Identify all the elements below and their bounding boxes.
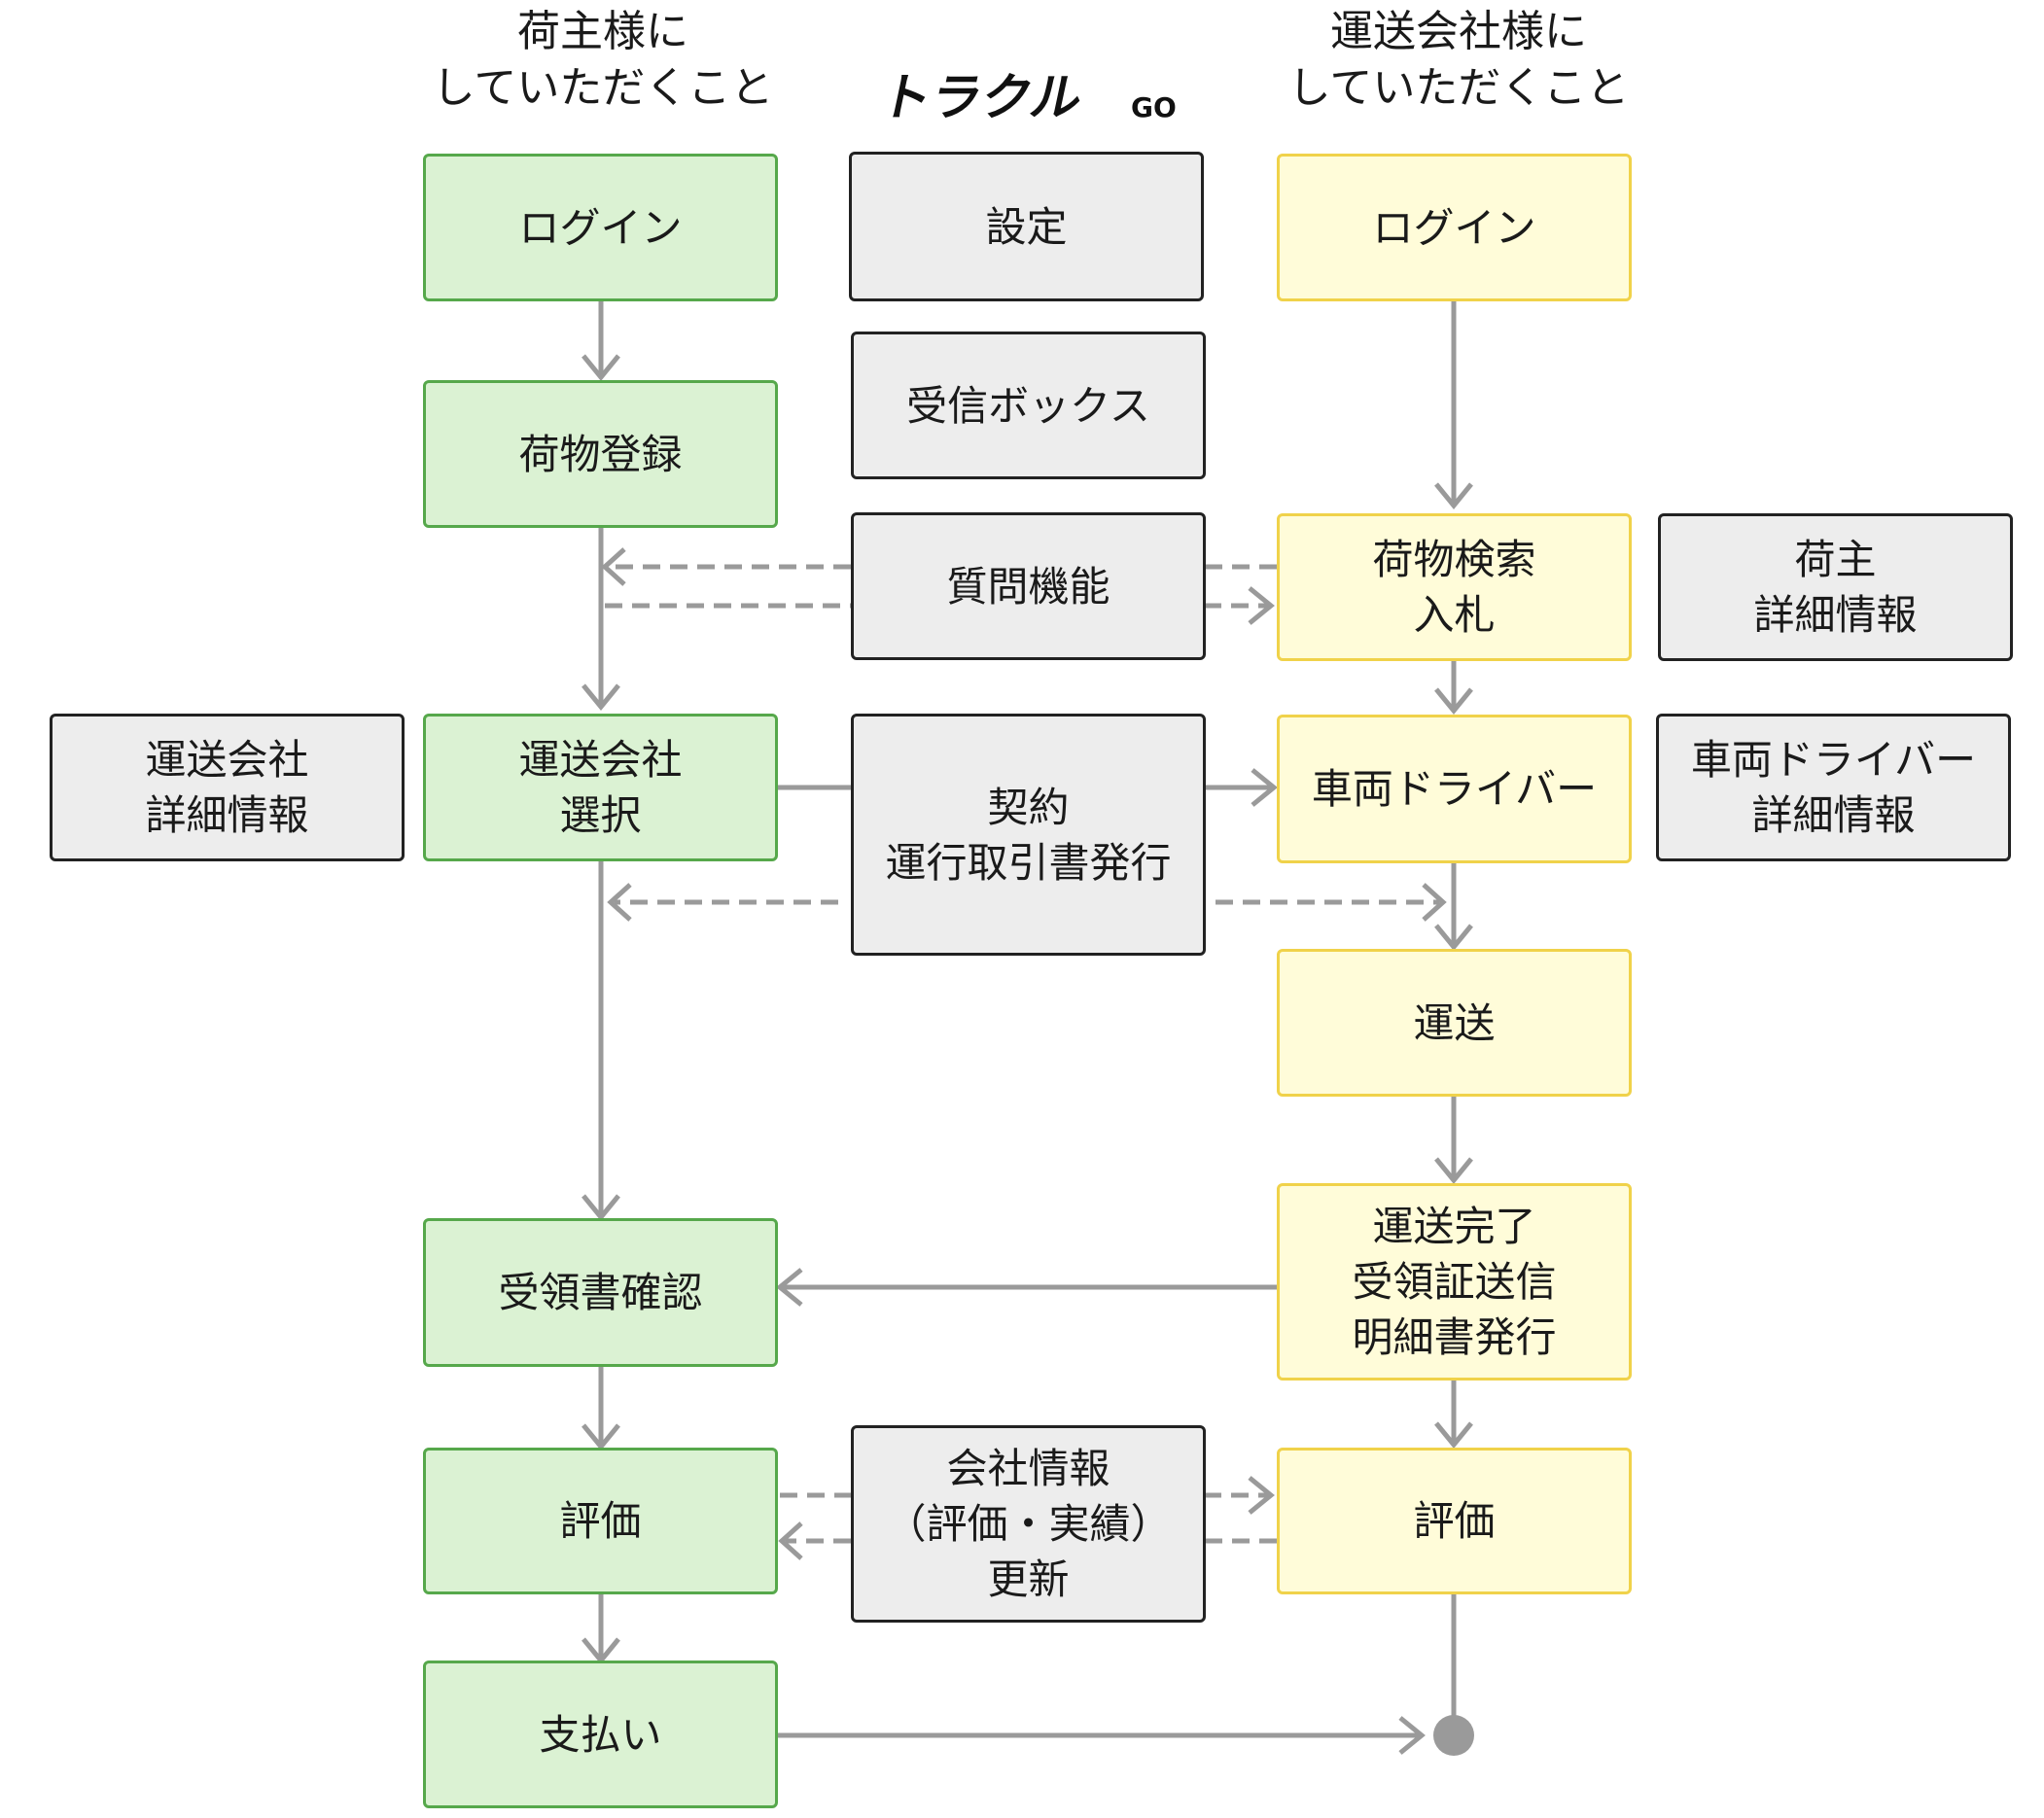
arrowhead bbox=[1434, 1421, 1473, 1449]
arrowhead bbox=[1422, 883, 1447, 922]
inbox-label: 受信ボックス bbox=[906, 381, 1150, 430]
company-info-line2: （評価・実績） bbox=[885, 1500, 1172, 1548]
shipper-column-header: 荷主様に していただくこと bbox=[418, 4, 788, 117]
shipper-details-line2: 詳細情報 bbox=[1753, 591, 1918, 639]
arrowhead bbox=[581, 1194, 620, 1221]
transport-label: 運送 bbox=[1413, 998, 1496, 1047]
payment-step: 支払い bbox=[423, 1661, 778, 1808]
vehicle-driver-label: 車両ドライバー bbox=[1311, 765, 1598, 813]
carrier-column-header: 運送会社様に していただくこと bbox=[1274, 4, 1643, 117]
carrier-selection-line1: 運送会社 bbox=[518, 736, 683, 784]
transport-complete-step: 運送完了 受領証送信 明細書発行 bbox=[1277, 1183, 1632, 1381]
shipper-details-panel: 荷主 詳細情報 bbox=[1658, 513, 2013, 661]
arrowhead bbox=[601, 547, 626, 586]
torakuru-go-logo: トラクル GO bbox=[875, 69, 1177, 124]
transport-step: 運送 bbox=[1277, 949, 1632, 1097]
arrowhead bbox=[1398, 1716, 1426, 1755]
carrier-header-line2: していただくこと bbox=[1287, 63, 1630, 113]
question-function-label: 質問機能 bbox=[946, 562, 1110, 611]
carrier-details-panel: 運送会社 詳細情報 bbox=[50, 714, 405, 861]
arrowhead bbox=[1248, 1476, 1275, 1515]
payment-label: 支払い bbox=[539, 1710, 662, 1759]
shipper-evaluation-step: 評価 bbox=[423, 1448, 778, 1594]
shipper-login-label: ログイン bbox=[518, 203, 683, 252]
contract-line1: 契約 bbox=[987, 783, 1070, 831]
carrier-selection-step: 運送会社 選択 bbox=[423, 714, 778, 861]
receipt-confirmation-label: 受領書確認 bbox=[498, 1269, 703, 1316]
arrowhead bbox=[607, 883, 632, 922]
arrowhead bbox=[1434, 924, 1473, 951]
cargo-search-line2: 入札 bbox=[1413, 591, 1496, 639]
shipper-details-line1: 荷主 bbox=[1794, 536, 1877, 583]
settings-label: 設定 bbox=[985, 202, 1068, 251]
carrier-login-label: ログイン bbox=[1372, 203, 1536, 252]
arrowhead bbox=[581, 354, 620, 381]
transport-complete-line1: 運送完了 bbox=[1372, 1203, 1536, 1250]
arrowhead bbox=[1251, 768, 1278, 807]
settings-feature: 設定 bbox=[849, 152, 1204, 301]
carrier-details-line1: 運送会社 bbox=[145, 736, 309, 784]
arrowhead bbox=[1434, 1157, 1473, 1184]
contract-line2: 運行取引書発行 bbox=[885, 838, 1172, 887]
shipper-header-line1: 荷主様に bbox=[517, 7, 688, 56]
vehicle-driver-details-line2: 詳細情報 bbox=[1751, 791, 1916, 839]
arrowhead bbox=[778, 1521, 803, 1560]
inbox-feature: 受信ボックス bbox=[851, 332, 1206, 479]
company-info-line1: 会社情報 bbox=[946, 1445, 1110, 1492]
cargo-registration-step: 荷物登録 bbox=[423, 380, 778, 528]
receipt-confirmation-step: 受領書確認 bbox=[423, 1218, 778, 1367]
carrier-details-line2: 詳細情報 bbox=[145, 791, 309, 839]
shipper-evaluation-label: 評価 bbox=[559, 1497, 642, 1545]
transport-complete-line3: 明細書発行 bbox=[1352, 1313, 1557, 1361]
vehicle-driver-step: 車両ドライバー bbox=[1277, 715, 1632, 863]
contract-feature: 契約 運行取引書発行 bbox=[851, 714, 1206, 956]
arrowhead bbox=[1434, 482, 1473, 509]
vehicle-driver-details-line1: 車両ドライバー bbox=[1690, 736, 1977, 784]
cargo-registration-label: 荷物登録 bbox=[518, 430, 683, 478]
carrier-evaluation-label: 評価 bbox=[1413, 1497, 1496, 1545]
arrowhead bbox=[581, 683, 620, 711]
shipper-login-step: ログイン bbox=[423, 154, 778, 301]
carrier-login-step: ログイン bbox=[1277, 154, 1632, 301]
logo-main-text: トラクル bbox=[875, 69, 1088, 124]
arrowhead bbox=[1248, 586, 1275, 625]
end-point bbox=[1433, 1715, 1474, 1756]
carrier-evaluation-step: 評価 bbox=[1277, 1448, 1632, 1594]
vehicle-driver-details-panel: 車両ドライバー 詳細情報 bbox=[1656, 714, 2011, 861]
arrowhead bbox=[1434, 687, 1473, 715]
question-function-feature: 質問機能 bbox=[851, 512, 1206, 660]
arrowhead bbox=[776, 1268, 803, 1307]
company-info-line3: 更新 bbox=[987, 1556, 1070, 1603]
company-info-update-feature: 会社情報 （評価・実績） 更新 bbox=[851, 1425, 1206, 1623]
cargo-search-bid-step: 荷物検索 入札 bbox=[1277, 513, 1632, 661]
carrier-header-line1: 運送会社様に bbox=[1330, 7, 1587, 56]
carrier-selection-line2: 選択 bbox=[559, 791, 642, 839]
cargo-search-line1: 荷物検索 bbox=[1372, 536, 1536, 583]
transport-complete-line2: 受領証送信 bbox=[1352, 1258, 1557, 1306]
shipper-header-line2: していただくこと bbox=[432, 63, 774, 113]
arrowhead bbox=[581, 1423, 620, 1451]
logo-sub-text: GO bbox=[1131, 91, 1177, 123]
